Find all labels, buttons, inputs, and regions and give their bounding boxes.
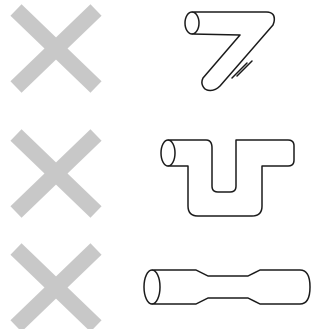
- pipe-opening: [144, 270, 160, 304]
- pipe-outline: [168, 140, 294, 216]
- pipe-outline: [152, 270, 310, 304]
- pipe-narrowed-straight-shape: [144, 270, 310, 304]
- cross-icon: [16, 249, 96, 326]
- cross-icon: [16, 10, 96, 87]
- cross-icon: [16, 135, 96, 212]
- pipe-opening: [185, 12, 199, 34]
- pipe-u-trap-shape: [161, 140, 294, 216]
- pipe-bent-v-shape: [185, 12, 274, 91]
- pipe-opening: [161, 140, 175, 166]
- pipe-outline: [192, 12, 274, 91]
